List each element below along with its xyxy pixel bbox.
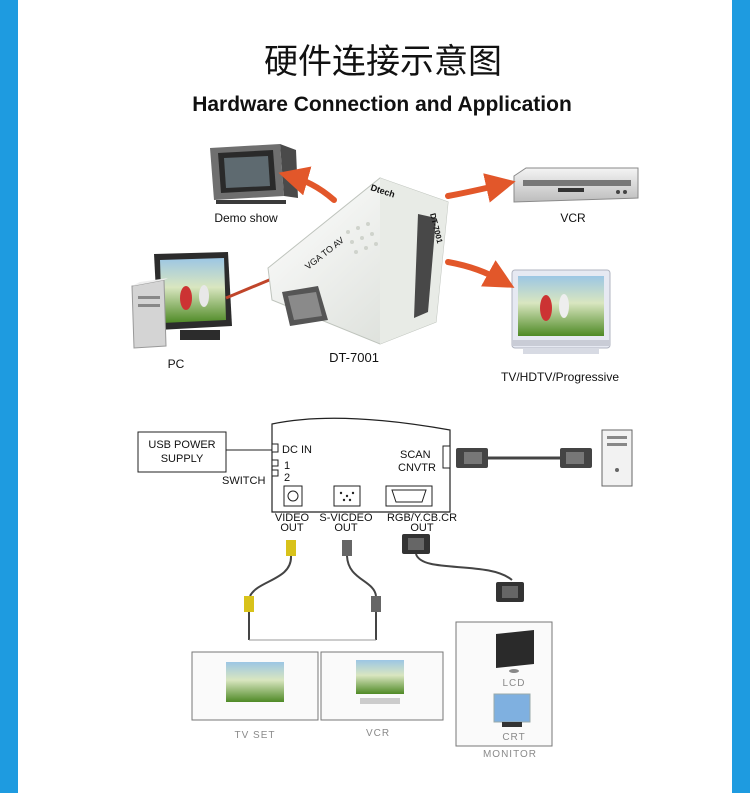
- usb-power-label-1: USB POWER: [148, 439, 215, 451]
- label-dc-in: DC IN: [282, 444, 312, 456]
- arrow-to-hdtv: [445, 259, 515, 288]
- label-crt: CRT: [502, 732, 525, 743]
- arrows: [278, 166, 516, 288]
- switch-2-port: [271, 469, 279, 477]
- label-lcd: LCD: [502, 678, 525, 689]
- scan-port: [442, 445, 451, 469]
- arrow-to-vcr: [445, 173, 516, 203]
- page-canvas: 硬件连接示意图 Hardware Connection and Applicat…: [18, 0, 732, 793]
- demo-tv-icon: [210, 144, 298, 204]
- vcr-screen: [356, 660, 404, 694]
- vcr-icon: [513, 167, 639, 203]
- label-rgb-out-2: OUT: [410, 522, 434, 534]
- label-model: DT-7001: [329, 350, 379, 365]
- label-video-out-2: OUT: [280, 522, 304, 534]
- label-tv-hdtv: TV/HDTV/Progressive: [501, 370, 619, 384]
- label-svideo-out-1: S-VICDEO: [319, 512, 373, 524]
- rgb-out-port: [385, 485, 433, 507]
- video-out-port: [283, 485, 303, 507]
- label-video-out-1: VIDEO: [275, 512, 310, 524]
- label-vcr-bottom: VCR: [366, 728, 390, 739]
- arrow-to-demo: [278, 166, 337, 203]
- svideo-cable: [342, 540, 381, 640]
- dc-in-port: [271, 443, 279, 453]
- usb-power-label-2: SUPPLY: [161, 453, 204, 465]
- vga-cable-to-monitor: [402, 534, 524, 602]
- dt7001-device: Dtech DT-7001 VGA TO AV: [267, 177, 449, 345]
- label-switch: SWITCH: [222, 475, 265, 487]
- rca-cable: [244, 540, 296, 640]
- pc-icon: [131, 252, 232, 349]
- tv-set-screen: [226, 662, 284, 702]
- title-chinese: 硬件连接示意图: [264, 43, 502, 81]
- hdtv-icon: [511, 269, 611, 354]
- pc-cable: [225, 276, 275, 300]
- label-svideo-out-2: OUT: [334, 522, 358, 534]
- label-switch-2: 2: [284, 472, 290, 484]
- lcd-icon: [496, 630, 534, 668]
- label-vcr-top: VCR: [560, 211, 586, 225]
- title-english: Hardware Connection and Application: [192, 93, 572, 116]
- label-tv-set: TV SET: [234, 730, 275, 741]
- usb-power-supply-box: [137, 431, 227, 473]
- label-demo-show: Demo show: [214, 211, 278, 225]
- pc-tower-icon: [601, 429, 633, 487]
- label-monitor: MONITOR: [483, 749, 537, 760]
- connection-diagram: 硬件连接示意图 Hardware Connection and Applicat…: [131, 43, 639, 760]
- crt-icon: [493, 693, 531, 723]
- switch-1-port: [271, 459, 279, 467]
- label-switch-1: 1: [284, 460, 290, 472]
- label-rgb-out-1: RGB/Y.CB.CR: [387, 512, 457, 524]
- label-pc: PC: [168, 357, 185, 371]
- label-scan-1: SCAN: [400, 449, 431, 461]
- label-scan-2: CNVTR: [398, 462, 436, 474]
- vga-cable-to-pc: [456, 448, 592, 468]
